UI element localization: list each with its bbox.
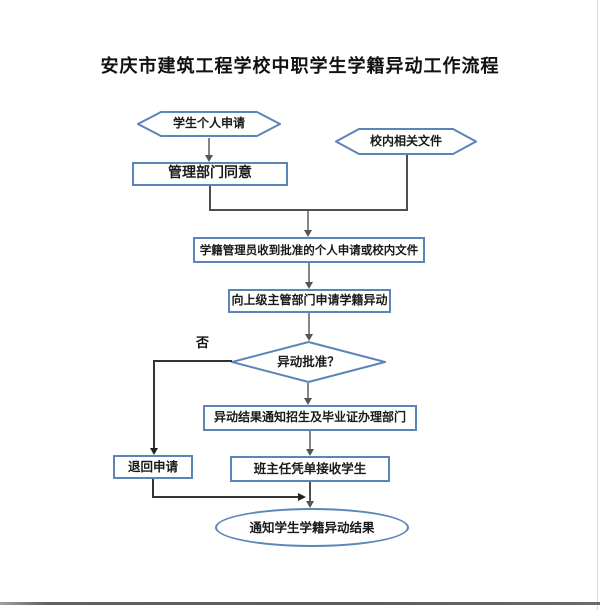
connector-merge-to-registrar <box>307 211 309 231</box>
hexagon-shape <box>335 128 477 155</box>
node-label: 校内相关文件 <box>369 133 442 148</box>
node-registrar-receive: 学籍管理员收到批准的个人申请或校内文件 <box>193 237 425 263</box>
connector-no-vertical <box>153 360 155 450</box>
connector-registrar-to-apply <box>308 263 310 283</box>
connector-merge-horizontal <box>209 209 408 211</box>
arrow-right-icon <box>298 493 306 501</box>
flowchart-title: 安庆市建筑工程学校中职学生学籍异动工作流程 <box>100 56 500 77</box>
connector-no-horizontal <box>153 360 232 362</box>
node-label: 班主任凭单接收学生 <box>253 461 367 477</box>
node-management-agree: 管理部门同意 <box>132 162 288 186</box>
node-school-documents: 校内相关文件 <box>335 128 477 155</box>
node-approve-decision: 异动批准？ <box>231 341 386 383</box>
arrow-down-icon <box>305 334 313 341</box>
arrow-down-icon <box>306 449 314 456</box>
node-apply-superior: 向上级主管部门申请学籍异动 <box>228 289 391 313</box>
node-label: 异动批准？ <box>277 354 340 370</box>
node-label: 学籍管理员收到批准的个人申请或校内文件 <box>199 242 419 257</box>
node-label: 向上级主管部门申请学籍异动 <box>231 293 388 308</box>
arrow-down-icon <box>150 448 158 455</box>
connector-apply-to-decision <box>308 313 310 335</box>
connector-documents-down <box>406 155 408 211</box>
node-student-application: 学生个人申请 <box>137 111 281 137</box>
node-label: 退回申请 <box>127 459 178 475</box>
window-right-edge <box>597 0 598 610</box>
node-label: 学生个人申请 <box>172 116 245 131</box>
connector-return-down <box>152 479 154 498</box>
hexagon-shape <box>137 111 281 137</box>
connector-notify-to-teacher <box>309 431 311 450</box>
connector-teacher-to-result <box>309 482 311 502</box>
edge-label-no: 否 <box>196 336 210 351</box>
arrow-down-icon <box>305 282 313 289</box>
node-notify-result: 通知学生学籍异动结果 <box>215 508 409 547</box>
window-bottom-edge <box>0 602 600 605</box>
diamond-shape <box>231 341 386 383</box>
node-return-application: 退回申请 <box>113 455 193 479</box>
arrow-down-icon <box>205 155 213 162</box>
connector-application-to-agree <box>208 138 210 156</box>
arrow-down-icon <box>304 230 312 237</box>
node-label: 通知学生学籍异动结果 <box>249 519 375 535</box>
connector-agree-down <box>209 186 211 211</box>
arrow-down-icon <box>306 501 314 508</box>
node-label: 管理部门同意 <box>168 165 252 182</box>
connector-decision-to-notify <box>307 383 309 399</box>
node-notify-departments: 异动结果通知招生及毕业证办理部门 <box>203 405 417 431</box>
node-label: 异动结果通知招生及毕业证办理部门 <box>213 410 406 425</box>
node-teacher-receive: 班主任凭单接收学生 <box>230 456 390 482</box>
arrow-down-icon <box>304 398 312 405</box>
connector-return-horizontal <box>152 496 298 498</box>
